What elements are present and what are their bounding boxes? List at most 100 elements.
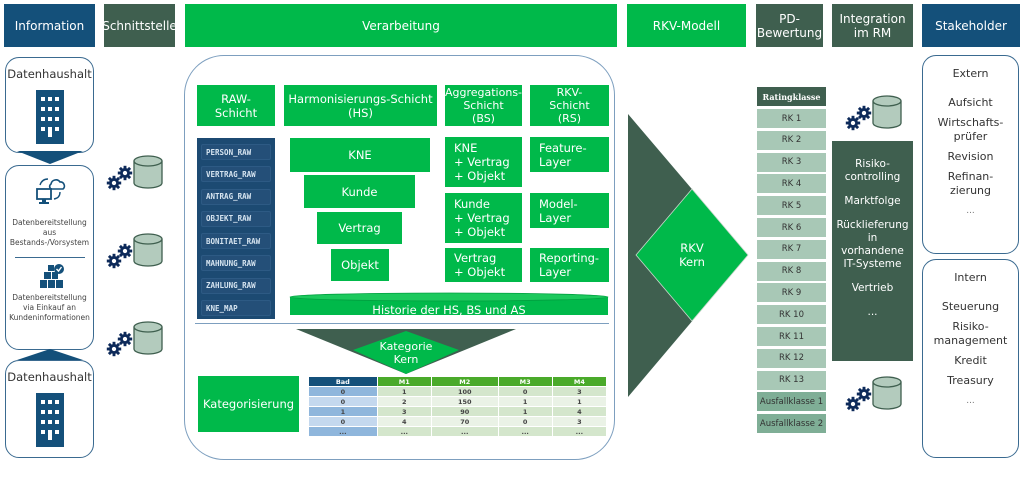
intern-item: Treasury: [947, 374, 994, 387]
gears-database-icon: [843, 372, 907, 414]
col-header-m3: M3: [498, 377, 552, 386]
cell: 2: [377, 397, 431, 406]
arrow-down-connector: [17, 151, 83, 164]
datenhaushalt-bottom-box: Datenhaushalt: [5, 360, 94, 458]
extern-title: Extern: [952, 67, 989, 80]
cell: 4: [377, 417, 431, 426]
integration-item: Marktfolge: [844, 195, 901, 207]
verarbeitung-divider: [195, 323, 609, 324]
raw-table-item: VERTRAG_RAW: [201, 166, 271, 183]
hs-item-objekt: Objekt: [331, 249, 389, 281]
kategorisierung-box: Kategorisierung: [198, 376, 299, 432]
datenhaushalt-bottom-title: Datenhaushalt: [7, 370, 92, 384]
rs-item-feature-layer: Feature- Layer: [530, 137, 609, 172]
bs-item: Vertrag + Objekt: [445, 248, 522, 282]
source-divider: [15, 257, 85, 258]
stakeholder-intern-box: Intern Steuerung Risiko- management Kred…: [922, 259, 1019, 458]
cell: 1: [377, 387, 431, 396]
intern-item: Kredit: [954, 354, 987, 367]
rkv-modell-shape: [628, 114, 749, 397]
gears-database-icon: [104, 229, 168, 271]
kategorie-funnel: [296, 329, 516, 374]
arrow-up-connector: [17, 349, 83, 360]
cell: ...: [309, 427, 377, 436]
historie-cylinder: [289, 292, 609, 315]
header-stakeholder: Stakeholder: [922, 4, 1020, 47]
bs-item: Kunde + Vertrag + Objekt: [445, 193, 522, 243]
cell: 150: [431, 397, 498, 406]
rating-class-item: RK 2: [757, 130, 826, 150]
cell: ...: [377, 427, 431, 436]
datenhaushalt-top-box: Datenhaushalt: [5, 57, 94, 153]
hs-item-kunde: Kunde: [304, 175, 415, 208]
rating-header: Ratingklasse: [757, 87, 826, 106]
col-header-m4: M4: [552, 377, 606, 386]
raw-table-item: OBJEKT_RAW: [201, 210, 271, 227]
cell: 1: [309, 407, 377, 416]
raw-table-item: KNE_MAP: [201, 300, 271, 317]
rs-item-reporting-layer: Reporting- Layer: [530, 248, 609, 282]
col-header-m2: M2: [431, 377, 498, 386]
raw-table-item: MAHNUNG_RAW: [201, 255, 271, 272]
rating-class-item: RK 5: [757, 196, 826, 216]
cell: 3: [552, 387, 606, 396]
boxes-check-icon: [40, 264, 64, 288]
building-icon: [36, 393, 64, 447]
header-schnittstelle: Schnittstelle: [102, 4, 177, 47]
header-verarbeitung: Verarbeitung: [185, 4, 617, 47]
rating-class-item: RK 8: [757, 261, 826, 281]
header-stakeholder-label: Stakeholder: [935, 18, 1007, 33]
raw-table-item: ANTRAG_RAW: [201, 188, 271, 205]
rating-class-item: RK 1: [757, 109, 826, 128]
building-icon: [36, 90, 64, 144]
sync-cloud-icon: [36, 178, 66, 204]
integration-item: Risiko- controlling: [844, 158, 901, 183]
rating-class-item: RK 3: [757, 152, 826, 172]
kategorie-kern-label: Kategorie Kern: [379, 340, 433, 366]
extern-item: Refinan- zierung: [947, 170, 994, 197]
cell: 0: [309, 387, 377, 396]
layer-rs-header: RKV- Schicht (RS): [530, 85, 609, 126]
cell: 90: [431, 407, 498, 416]
gears-database-icon: [843, 91, 907, 133]
cell: 0: [309, 417, 377, 426]
rs-item-model-layer: Model- Layer: [530, 193, 609, 228]
rating-class-item: RK 6: [757, 218, 826, 237]
raw-tables-panel: PERSON_RAW VERTRAG_RAW ANTRAG_RAW OBJEKT…: [197, 138, 275, 319]
col-header-m1: M1: [377, 377, 431, 386]
raw-table-item: BONITAET_RAW: [201, 233, 271, 250]
source-bestandssystem-text: Datenbereitstellung aus Bestands-/Vorsys…: [9, 218, 90, 247]
stakeholder-extern-box: Extern Aufsicht Wirtschafts- prüfer Revi…: [922, 55, 1019, 254]
kategorie-table-header: Bad M1 M2 M3 M4: [309, 377, 606, 386]
integration-item: Rücklieferung in vorhandene IT-Systeme: [836, 219, 909, 270]
intern-title: Intern: [954, 271, 987, 284]
cell: 4: [552, 407, 606, 416]
header-integration: Integration im RM: [832, 4, 913, 47]
gears-database-icon: [104, 317, 168, 359]
col-header-bad: Bad: [309, 377, 377, 386]
rating-class-item: RK 9: [757, 283, 826, 303]
header-information: Information: [4, 4, 95, 47]
bs-item: KNE + Vertrag + Objekt: [445, 137, 522, 187]
cell: ...: [498, 427, 552, 436]
intern-item: ...: [966, 396, 975, 406]
cell: 0: [498, 387, 552, 396]
integration-panel: Risiko- controlling Marktfolge Rückliefe…: [832, 141, 913, 361]
cell: ...: [431, 427, 498, 436]
header-pd-bewertung: PD- Bewertung: [756, 4, 823, 47]
header-schnittstelle-label: Schnittstelle: [102, 18, 177, 33]
integration-item: Vertrieb: [851, 282, 894, 294]
extern-item: Wirtschafts- prüfer: [937, 116, 1004, 143]
cell: 3: [377, 407, 431, 416]
header-information-label: Information: [14, 18, 85, 33]
cell: 1: [498, 407, 552, 416]
rating-class-item: RK 12: [757, 348, 826, 368]
cell: 3: [552, 417, 606, 426]
layer-bs-header: Aggregations- Schicht (BS): [444, 85, 523, 126]
datenbereitstellung-box: Datenbereitstellung aus Bestands-/Vorsys…: [5, 165, 94, 350]
intern-item: Steuerung: [941, 300, 1000, 313]
rating-class-item: RK 13: [757, 370, 826, 390]
